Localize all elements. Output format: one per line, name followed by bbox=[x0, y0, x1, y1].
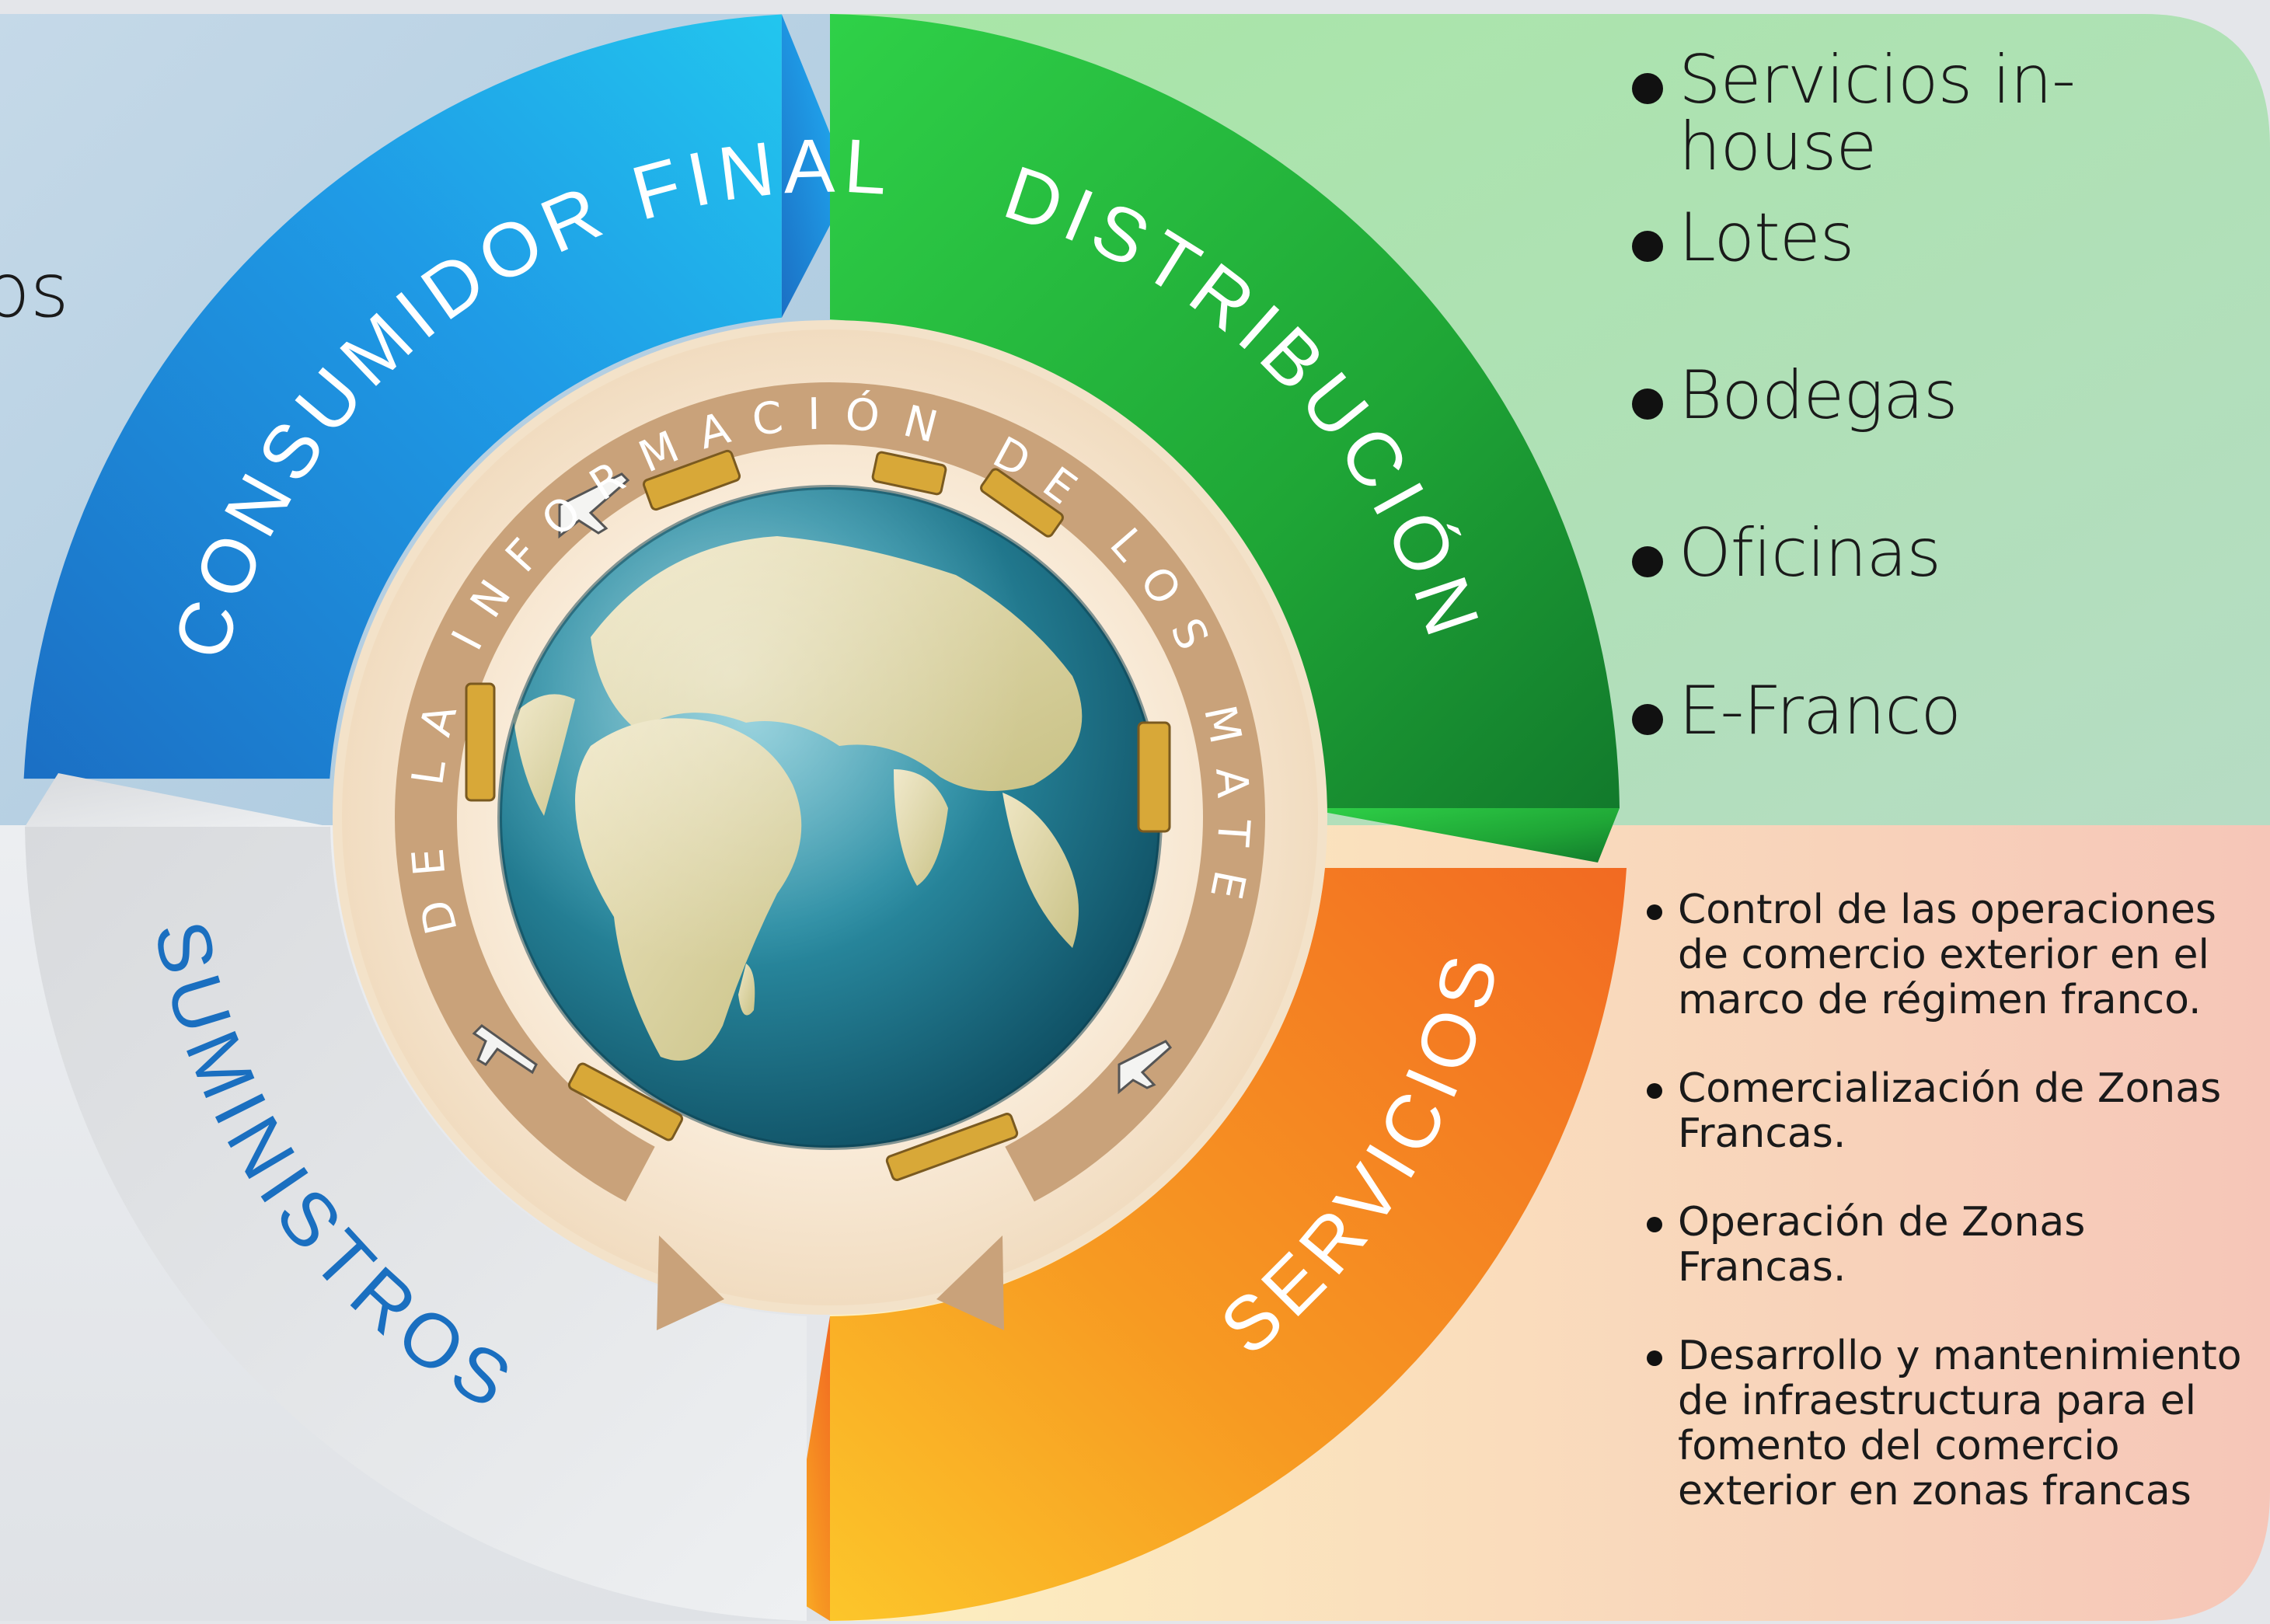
green-list-item: Servicios in-house bbox=[1632, 47, 2270, 204]
segment-consumidor-final bbox=[23, 14, 782, 779]
airplanes bbox=[472, 472, 1173, 1095]
orange-list-line: Desarrollo y mantenimiento bbox=[1678, 1333, 2242, 1379]
flow-arrow-right bbox=[936, 1235, 1004, 1330]
segment-servicios bbox=[830, 868, 1627, 1621]
green-list-item: Oficinas bbox=[1632, 520, 2270, 678]
arrow-head-blue bbox=[781, 14, 851, 318]
segment-distribucion bbox=[830, 14, 1620, 808]
orange-list-line: Comercialización de Zonas bbox=[1678, 1065, 2222, 1112]
flow-arrow-left bbox=[657, 1235, 724, 1330]
truck-icon bbox=[1137, 721, 1171, 833]
truck-icon bbox=[567, 1062, 684, 1141]
left-panel-partial-text: os bbox=[0, 247, 69, 334]
bus-icon bbox=[871, 451, 947, 496]
airplane-icon bbox=[558, 472, 630, 539]
globe-highlight bbox=[500, 487, 1160, 1148]
orange-list-line: Francas. bbox=[1678, 1244, 1846, 1291]
truck-icon bbox=[642, 449, 741, 511]
airplane-icon bbox=[472, 1024, 538, 1075]
cargo-ship-icon bbox=[885, 1113, 1019, 1181]
information-flow-ring bbox=[395, 382, 1265, 1202]
airplane-icon bbox=[1118, 1040, 1173, 1095]
orange-list-line: de comercio exterior en el bbox=[1678, 932, 2209, 978]
green-list-item: Lotes bbox=[1632, 204, 2270, 362]
cargo-ship-icon bbox=[465, 682, 496, 802]
orange-list-line: Control de las operaciones bbox=[1678, 887, 2216, 933]
orange-list-line: fomento del comercio bbox=[1678, 1423, 2120, 1469]
orange-list-line: exterior en zonas francas bbox=[1678, 1468, 2192, 1514]
arrow-head-gray bbox=[25, 773, 330, 827]
orange-list-line: Francas. bbox=[1678, 1110, 1846, 1157]
transport-vehicles bbox=[465, 449, 1171, 1181]
globe bbox=[497, 485, 1163, 1150]
segment-suministros bbox=[25, 827, 807, 1621]
outer-ring bbox=[23, 14, 1627, 1621]
orange-list-line: marco de régimen franco. bbox=[1678, 977, 2202, 1023]
orange-list-line: de infraestructura para el bbox=[1678, 1378, 2197, 1424]
cargo-ship-icon bbox=[980, 468, 1064, 538]
green-list-item: Bodegas bbox=[1632, 362, 2270, 520]
orange-list-line: Operación de Zonas bbox=[1678, 1199, 2086, 1246]
green-list-item: E-Franco bbox=[1632, 678, 2270, 835]
arrow-head-green bbox=[1302, 808, 1620, 863]
